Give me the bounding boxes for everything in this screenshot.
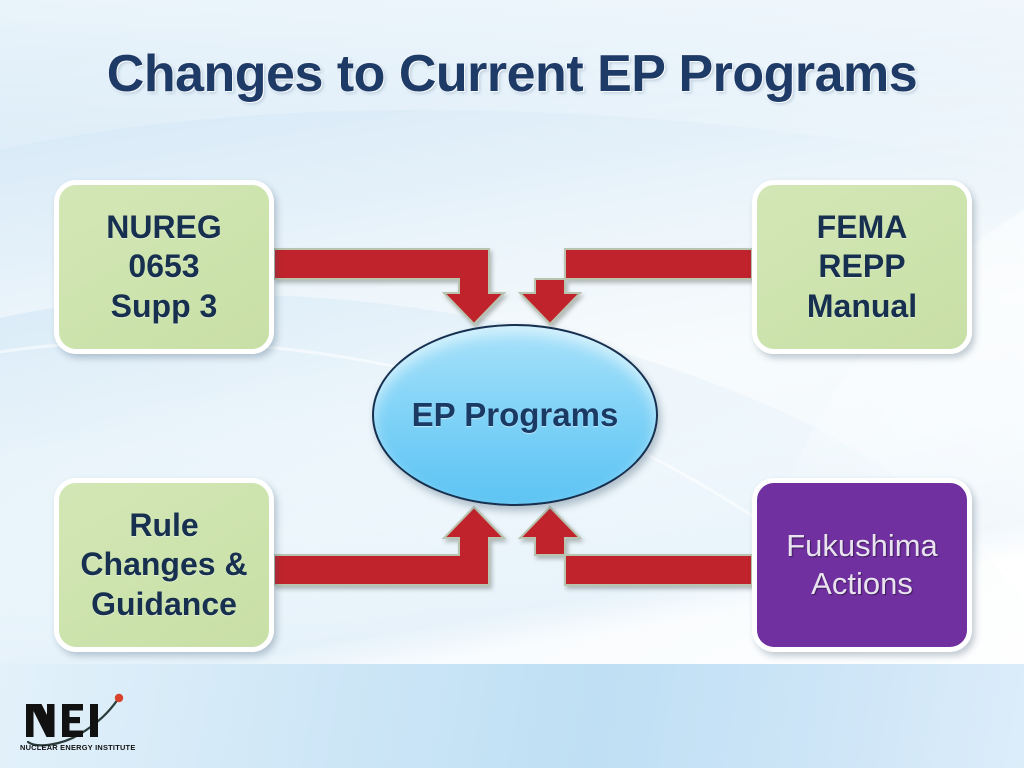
- slide-title: Changes to Current EP Programs: [106, 45, 918, 103]
- node-fema[interactable]: FEMA REPP Manual: [752, 180, 972, 354]
- node-nureg-line-2: 0653: [128, 248, 200, 285]
- node-nureg-line-1: NUREG: [106, 209, 222, 246]
- node-rule-line-2: Changes &: [80, 546, 248, 583]
- nei-tagline: NUCLEAR ENERGY INSTITUTE: [20, 743, 136, 752]
- node-fema-line-1: FEMA: [816, 209, 908, 246]
- node-rule-line-3: Guidance: [91, 585, 237, 622]
- node-fukushima-line-2: Actions: [811, 566, 913, 601]
- node-fema-line-3: Manual: [806, 287, 918, 324]
- arrow-fukushima-to-center: [517, 505, 753, 586]
- center-node-ep-programs[interactable]: EP Programs: [372, 324, 658, 506]
- node-fema-line-2: REPP: [818, 248, 906, 285]
- arrow-nureg-to-center: [273, 248, 507, 326]
- node-rule-changes[interactable]: Rule Changes & Guidance: [54, 478, 274, 652]
- node-fukushima-line-1: Fukushima: [786, 528, 938, 564]
- footer-band: [0, 664, 1024, 768]
- nei-wordmark: [26, 704, 98, 737]
- nei-logo-svg: NUCLEAR ENERGY INSTITUTE: [20, 693, 136, 752]
- nei-logo: NUCLEAR ENERGY INSTITUTE: [14, 692, 164, 754]
- orbit-dot-icon: [114, 693, 124, 703]
- center-node-label: EP Programs: [411, 396, 619, 433]
- node-nureg[interactable]: NUREG 0653 Supp 3: [54, 180, 274, 354]
- arrow-rule-to-center: [273, 505, 507, 586]
- arrow-fema-to-center: [517, 248, 753, 326]
- node-fukushima[interactable]: Fukushima Actions: [752, 478, 972, 652]
- node-nureg-line-3: Supp 3: [110, 287, 218, 324]
- node-rule-line-1: Rule: [129, 507, 199, 544]
